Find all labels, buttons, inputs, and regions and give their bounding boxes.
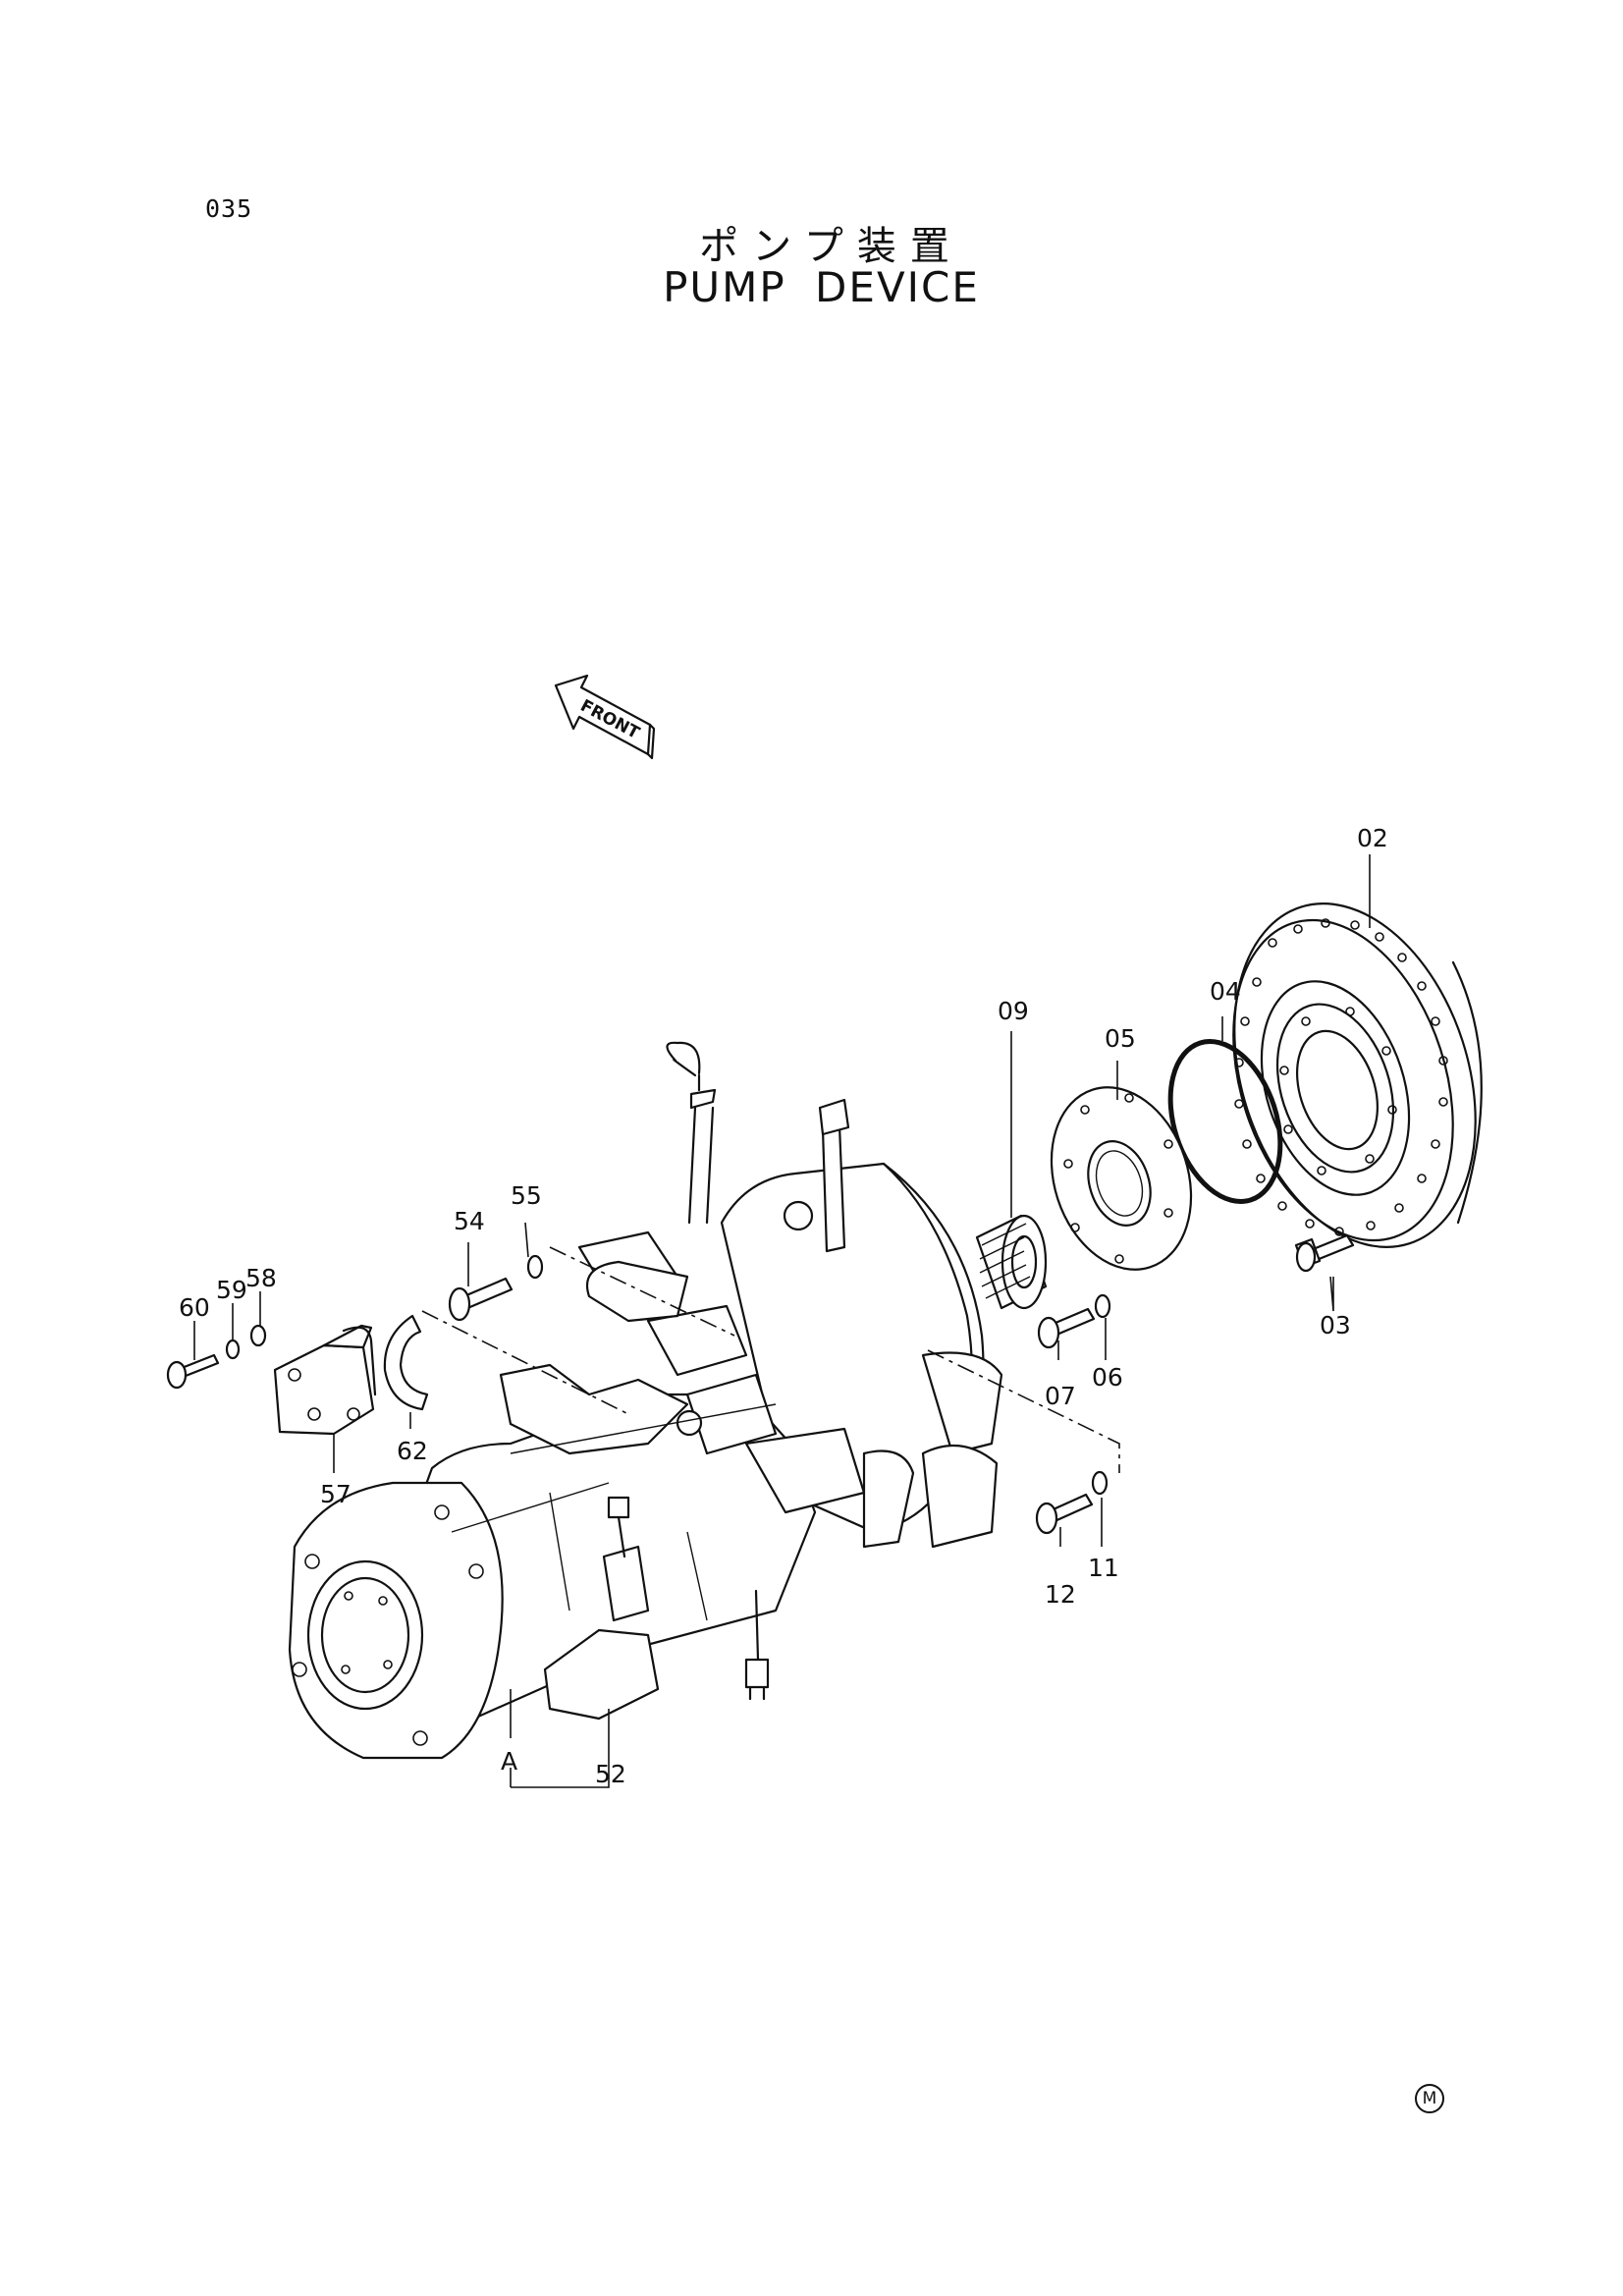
page-number: 035: [205, 194, 253, 223]
assembly-line-left: [421, 1310, 629, 1415]
callout-54: 54: [454, 1207, 485, 1235]
clamp-62: [383, 1314, 429, 1411]
callout-11: 11: [1088, 1554, 1119, 1582]
bolt-12: [1035, 1493, 1094, 1535]
flange-housing-02: [1232, 902, 1483, 1248]
spline-gear-09: [975, 1214, 1048, 1310]
callout-60: 60: [179, 1293, 210, 1322]
washer-06: [1094, 1293, 1111, 1319]
bolt-07: [1037, 1307, 1096, 1349]
washer-11: [1091, 1470, 1109, 1496]
callout-58: 58: [245, 1264, 277, 1292]
washer-59: [225, 1339, 241, 1360]
bolt-60: [166, 1353, 220, 1390]
washer-55: [526, 1254, 544, 1280]
motor-57: [273, 1324, 377, 1436]
manufacturer-mark: M: [1415, 2084, 1444, 2113]
callout-55: 55: [511, 1181, 542, 1210]
washer-58: [249, 1324, 267, 1347]
page-title-japanese: ポンプ装置: [699, 224, 963, 269]
bolt-54: [448, 1277, 514, 1322]
coupling-plate-05: [1050, 1086, 1193, 1271]
page-title-english: PUMP DEVICE: [663, 263, 980, 311]
callout-59: 59: [216, 1276, 247, 1304]
callout-A: A: [501, 1747, 517, 1776]
callout-07: 07: [1045, 1382, 1076, 1410]
main-pump-assembly: [288, 1041, 1003, 1760]
callout-03: 03: [1320, 1311, 1351, 1339]
callout-04: 04: [1210, 977, 1241, 1006]
callout-52: 52: [595, 1760, 626, 1788]
assembly-line-upper: [549, 1246, 735, 1337]
callout-05: 05: [1105, 1024, 1136, 1053]
callout-02: 02: [1357, 824, 1388, 852]
callout-06: 06: [1092, 1363, 1123, 1392]
assembly-line-right: [927, 1349, 1120, 1473]
callout-57: 57: [320, 1480, 352, 1508]
front-arrow-icon: FRONT: [554, 674, 656, 760]
bolt-03: [1294, 1233, 1355, 1273]
leader-lines: [193, 854, 1371, 1788]
callout-12: 12: [1045, 1580, 1076, 1609]
callout-09: 09: [998, 997, 1029, 1025]
callout-62: 62: [397, 1437, 428, 1465]
